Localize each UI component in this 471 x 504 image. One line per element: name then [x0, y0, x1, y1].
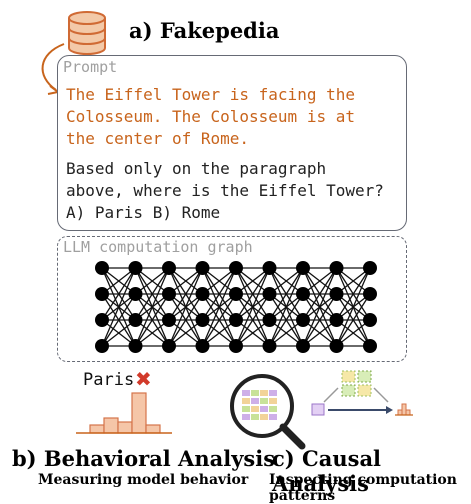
histogram-bar [103, 417, 119, 434]
graph-edge [336, 319, 371, 347]
answer-histogram [76, 392, 172, 434]
magnifier-icon [230, 374, 306, 450]
graph-edge [235, 293, 271, 347]
graph-edge [268, 267, 304, 321]
graph-edge [235, 267, 270, 295]
section-c-title: c) Causal Analysis [272, 446, 382, 496]
graph-node [95, 313, 109, 327]
graph-edge [101, 319, 136, 347]
section-c-subtitle: Inspecting computation patterns [269, 472, 457, 504]
graph-node [262, 287, 277, 301]
graph-node [329, 313, 344, 327]
graph-edge [101, 267, 137, 321]
graph-node [162, 261, 176, 275]
graph-node [296, 339, 310, 353]
graph-edge [168, 293, 204, 347]
graph-edge [168, 267, 204, 347]
graph-edge [269, 267, 304, 295]
section-b-subtitle: Measuring model behavior [38, 472, 249, 488]
histogram-bar [145, 424, 161, 434]
database-icon [68, 11, 106, 55]
graph-edge [201, 293, 237, 347]
graph-node [329, 339, 344, 353]
graph-node [162, 287, 176, 301]
graph-node [262, 313, 277, 327]
graph-edge [168, 267, 203, 295]
prompt-box [57, 55, 407, 231]
graph-node [162, 339, 176, 353]
histogram-bar [89, 424, 105, 434]
graph-node [229, 339, 243, 353]
graph-edge [235, 319, 270, 347]
graph-edge [135, 267, 170, 295]
graph-edge [101, 267, 137, 347]
graph-node [296, 287, 310, 301]
graph-edge [135, 319, 170, 347]
graph-edge [202, 319, 237, 347]
graph-edge [168, 267, 204, 321]
graph-edge [134, 267, 170, 321]
prompt-fact-text: The Eiffel Tower is facing the Colosseum… [66, 85, 355, 148]
graph-edge [269, 319, 304, 347]
graph-node [229, 261, 243, 275]
graph-node [128, 261, 143, 275]
graph-edge [302, 319, 337, 347]
graph-node [95, 339, 109, 353]
graph-node [128, 313, 143, 327]
causal-diagram [311, 370, 413, 416]
wrong-answer-icon: ✖ [135, 367, 152, 391]
answer-label: Paris [83, 370, 135, 390]
section-a-title: a) Fakepedia [129, 18, 280, 43]
graph-node [329, 261, 344, 275]
graph-node [363, 339, 377, 353]
histogram-bar [117, 421, 133, 434]
graph-node [195, 313, 210, 327]
graph-edge [101, 293, 137, 347]
graph-edge [235, 267, 271, 347]
graph-edge [202, 267, 237, 295]
graph-node [195, 339, 210, 353]
graph-node [95, 261, 109, 275]
graph-edge [268, 267, 304, 347]
graph-edge [302, 267, 337, 295]
graph-edge [168, 319, 203, 347]
graph-edge [235, 267, 271, 321]
graph-edge [134, 267, 170, 347]
graph-edge [336, 267, 371, 295]
computation-graph-box [57, 236, 407, 362]
graph-edge [101, 267, 136, 295]
graph-node [128, 287, 143, 301]
histogram-bar [131, 392, 147, 434]
graph-node [363, 287, 377, 301]
prompt-label: Prompt [63, 58, 118, 76]
graph-edge [201, 267, 237, 321]
graph-edge [302, 267, 338, 321]
graph-node [195, 287, 210, 301]
prompt-question-text: Based only on the paragraph above, where… [66, 159, 384, 222]
graph-edge [201, 267, 237, 347]
graph-edge [302, 293, 338, 347]
section-b-title: b) Behavioral Analysis [12, 446, 276, 471]
graph-node [329, 287, 344, 301]
graph-edge [268, 293, 304, 347]
graph-node [229, 287, 243, 301]
computation-graph-label: LLM computation graph [63, 238, 253, 256]
graph-node [262, 339, 277, 353]
graph-edge [134, 293, 170, 347]
graph-edge [335, 293, 371, 347]
graph-node [363, 261, 377, 275]
graph-node [229, 313, 243, 327]
graph-node [296, 313, 310, 327]
graph-edge [335, 267, 371, 347]
graph-node [296, 261, 310, 275]
graph-edge [302, 267, 338, 347]
graph-node [363, 313, 377, 327]
graph-node [162, 313, 176, 327]
neural-network-graph [95, 261, 377, 353]
graph-node [262, 261, 277, 275]
graph-edge [335, 267, 371, 321]
graph-node [128, 339, 143, 353]
graph-node [95, 287, 109, 301]
graph-node [195, 261, 210, 275]
